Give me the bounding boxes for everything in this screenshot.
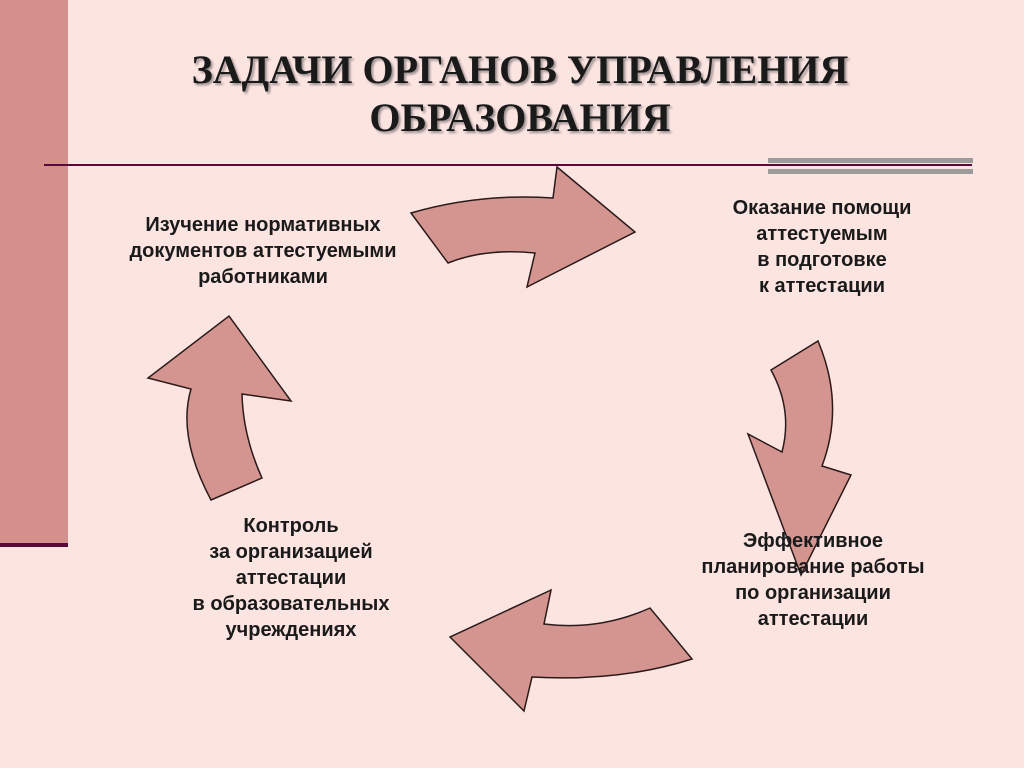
step-study-documents: Изучение нормативных документов аттестуе… bbox=[129, 214, 397, 288]
arrow-left-up bbox=[146, 314, 293, 501]
slide-title-line-2: ОБРАЗОВАНИЯ bbox=[369, 95, 671, 140]
left-accent-bar bbox=[0, 0, 68, 545]
divider-gray-bars bbox=[768, 158, 973, 178]
slide-title: ЗАДАЧИ ОРГАНОВ УПРАВЛЕНИЯ ОБРАЗОВАНИЯ bbox=[90, 46, 950, 142]
step-effective-planning: Эффективное планирование работы по орган… bbox=[701, 530, 925, 630]
arrow-bottom-left bbox=[448, 588, 694, 713]
step-control-organization: Контроль за организацией аттестации в об… bbox=[192, 515, 390, 641]
arrow-top-right bbox=[409, 165, 637, 289]
arrow-right-down bbox=[746, 339, 853, 577]
title-divider bbox=[44, 164, 972, 166]
step-help-preparation: Оказание помощи аттестуемым в подготовке… bbox=[732, 197, 912, 297]
slide-title-line-1: ЗАДАЧИ ОРГАНОВ УПРАВЛЕНИЯ bbox=[191, 47, 849, 92]
left-accent-underline bbox=[0, 543, 68, 547]
